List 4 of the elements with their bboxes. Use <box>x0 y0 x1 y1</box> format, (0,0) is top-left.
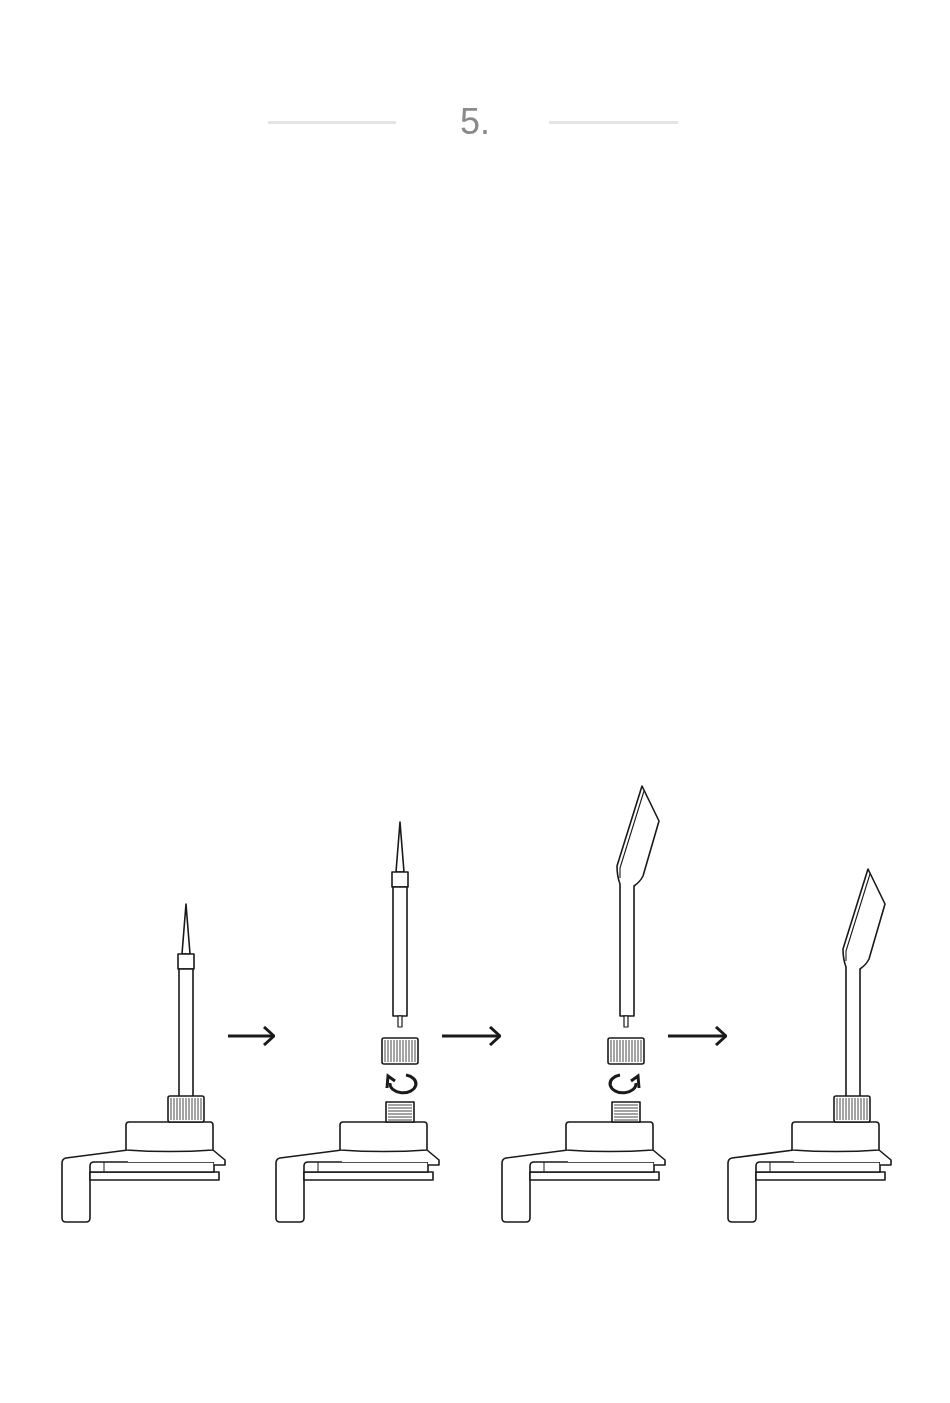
arrow <box>668 1025 728 1047</box>
step-number: 5. <box>459 100 491 144</box>
arrow <box>442 1025 502 1047</box>
arrow <box>228 1025 276 1047</box>
